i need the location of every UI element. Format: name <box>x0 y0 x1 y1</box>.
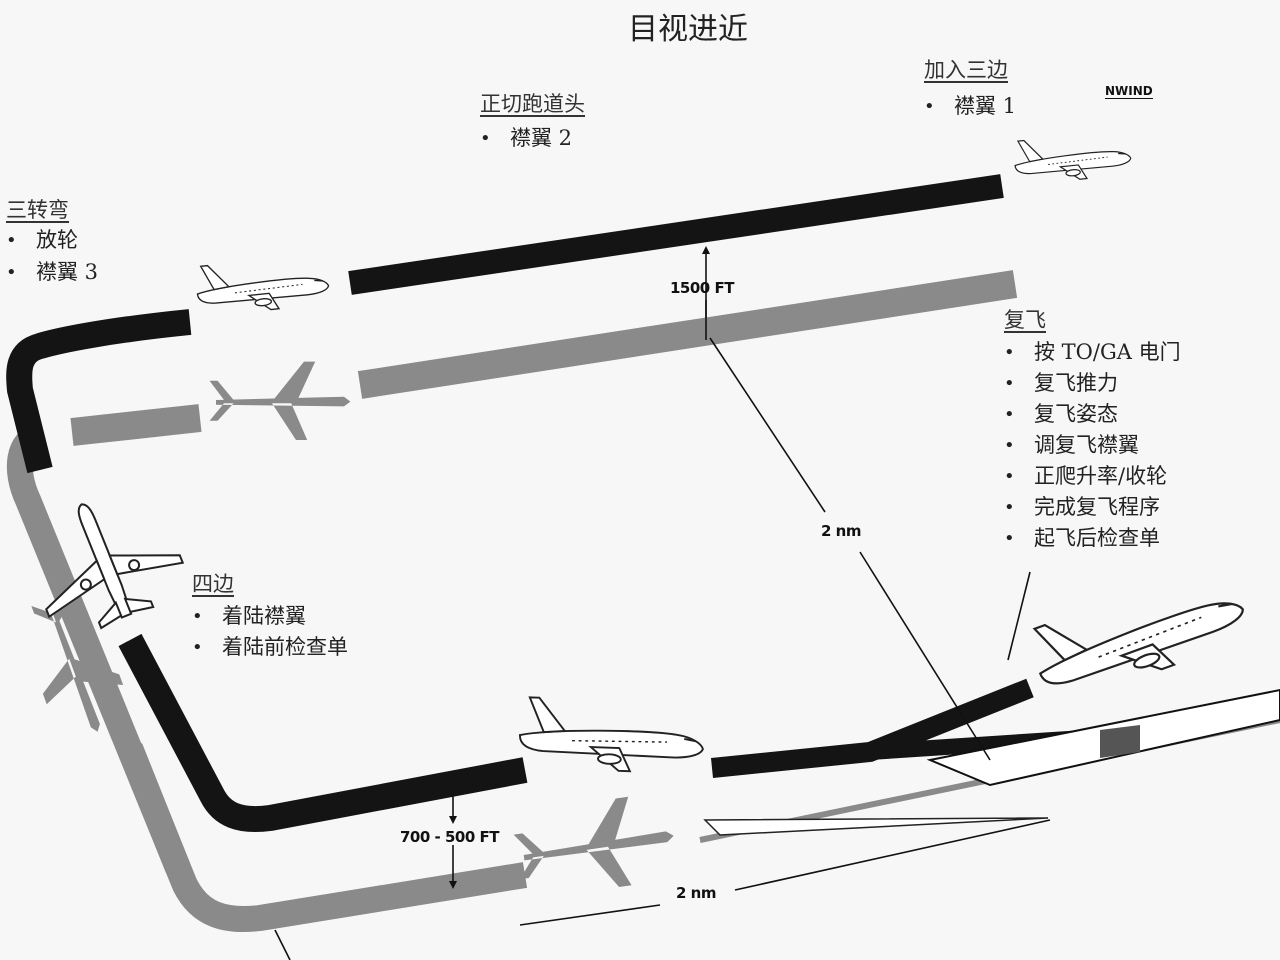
go-around-item: 按 TO/GA 电门 <box>1004 342 1181 363</box>
downwind-join-item: 襟翼 1 <box>924 96 1016 117</box>
pattern-altitude-label: 1500 FT <box>670 279 734 297</box>
downwind-join-heading: 加入三边 <box>924 58 1008 82</box>
shadow-aircraft-downwind <box>209 361 351 440</box>
final-distance-label: 2 nm <box>676 884 716 902</box>
wind-label: NWIND <box>1105 84 1153 99</box>
go-around-item: 起飞后检查单 <box>1004 528 1160 549</box>
go-around-item: 调复飞襟翼 <box>1004 435 1139 456</box>
aircraft-go-around <box>1024 558 1254 710</box>
lateral-distance-label: 2 nm <box>821 522 861 540</box>
base-turn-item: 襟翼 3 <box>6 262 98 283</box>
go-around-item: 正爬升率/收轮 <box>1004 466 1167 487</box>
base-turn-item: 放轮 <box>6 230 78 251</box>
final-turn-item: 着陆前检查单 <box>192 637 348 658</box>
aircraft-final <box>517 696 706 775</box>
final-turn-item: 着陆襟翼 <box>192 606 306 627</box>
abeam-threshold-heading: 正切跑道头 <box>480 92 585 116</box>
aircraft-base-turn <box>193 252 332 318</box>
final-altitude-label: 700 - 500 FT <box>400 828 500 846</box>
go-around-item: 复飞姿态 <box>1004 404 1118 425</box>
aircraft-downwind-join <box>1011 128 1133 187</box>
abeam-threshold-item: 襟翼 2 <box>480 128 572 149</box>
page-title: 目视进近 <box>628 12 748 47</box>
go-around-item: 完成复飞程序 <box>1004 497 1160 518</box>
dimension-lines <box>274 246 1051 960</box>
go-around-heading: 复飞 <box>1004 308 1046 332</box>
shadow-aircraft-base <box>510 791 680 901</box>
base-turn-heading: 三转弯 <box>6 198 69 222</box>
runway <box>703 688 1280 836</box>
final-turn-heading: 四边 <box>192 572 234 596</box>
go-around-item: 复飞推力 <box>1004 373 1118 394</box>
